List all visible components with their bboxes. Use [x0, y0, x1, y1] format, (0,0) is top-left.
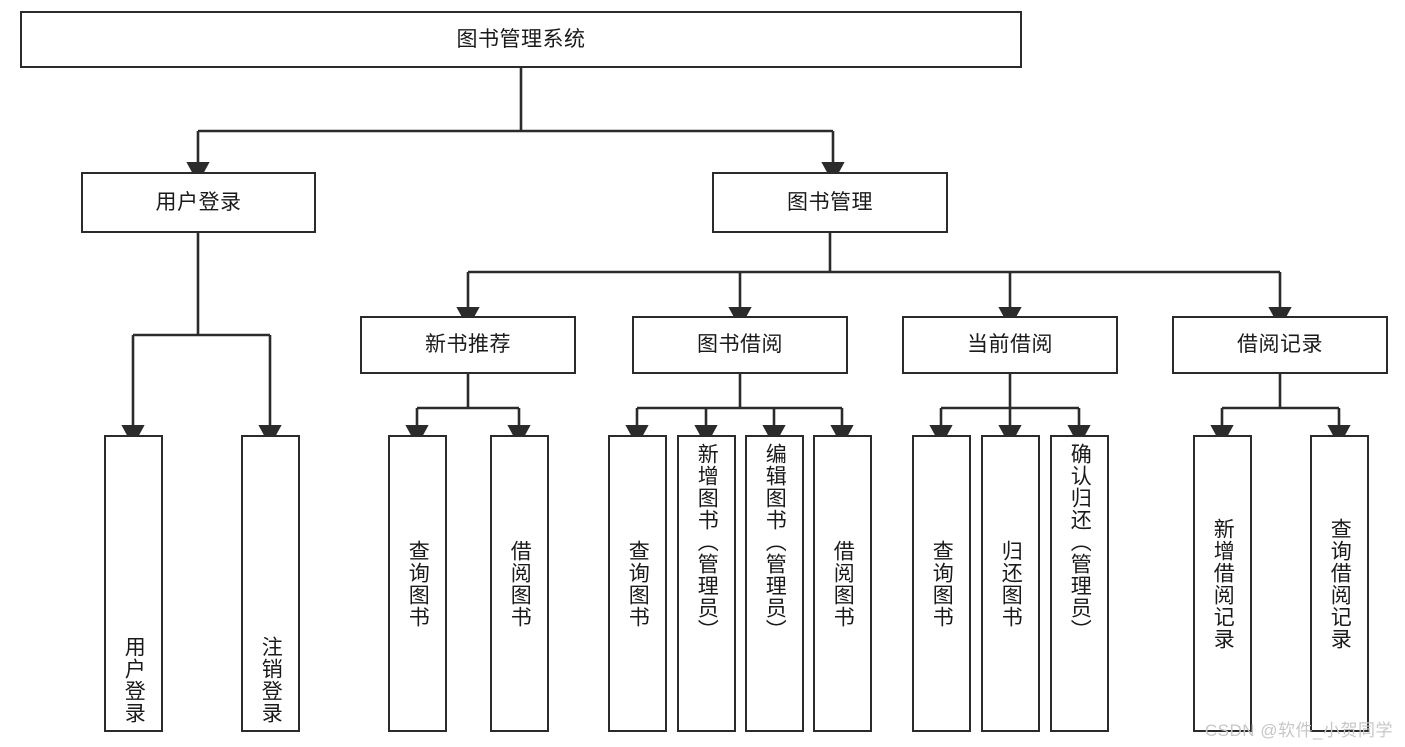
leaf-add-borrow-record[interactable]: 新增借阅记录	[1193, 435, 1252, 732]
leaf-query-book[interactable]: 查询图书	[608, 435, 667, 732]
leaf-edit-book-admin[interactable]: 编辑图书（管理员）	[745, 435, 804, 732]
node-label: 查询借阅记录	[1328, 517, 1352, 650]
leaf-user-logout[interactable]: 注销登录	[241, 435, 300, 732]
node-label: 用户登录	[122, 636, 146, 724]
node-label: 图书管理系统	[456, 27, 586, 51]
node-label: 借阅图书	[508, 539, 532, 628]
node-label: 图书借阅	[697, 333, 783, 357]
node-label: 编辑图书（管理员）	[763, 443, 787, 641]
leaf-return-book[interactable]: 归还图书	[981, 435, 1040, 732]
node-current-borrow[interactable]: 当前借阅	[902, 316, 1118, 374]
node-label: 查询图书	[406, 539, 430, 628]
node-borrow-records[interactable]: 借阅记录	[1172, 316, 1388, 374]
node-label: 查询图书	[626, 539, 650, 628]
node-book-management[interactable]: 图书管理	[712, 172, 948, 233]
node-label: 新书推荐	[425, 333, 511, 357]
node-label: 当前借阅	[967, 333, 1053, 357]
node-label: 新增图书（管理员）	[695, 443, 719, 641]
node-label: 用户登录	[155, 190, 242, 214]
node-label: 新增借阅记录	[1211, 517, 1235, 650]
node-book-borrow[interactable]: 图书借阅	[632, 316, 848, 374]
leaf-borrow-book-recommend[interactable]: 借阅图书	[490, 435, 549, 732]
node-label: 查询图书	[930, 539, 954, 628]
leaf-query-borrow-record[interactable]: 查询借阅记录	[1310, 435, 1369, 732]
leaf-user-login[interactable]: 用户登录	[104, 435, 163, 732]
node-root-system[interactable]: 图书管理系统	[20, 11, 1022, 68]
node-user-login[interactable]: 用户登录	[81, 172, 316, 233]
leaf-query-book-recommend[interactable]: 查询图书	[388, 435, 447, 732]
node-new-book-recommend[interactable]: 新书推荐	[360, 316, 576, 374]
node-label: 注销登录	[259, 636, 283, 724]
leaf-query-book-current[interactable]: 查询图书	[912, 435, 971, 732]
leaf-confirm-return-admin[interactable]: 确认归还（管理员）	[1050, 435, 1109, 732]
leaf-add-book-admin[interactable]: 新增图书（管理员）	[677, 435, 736, 732]
node-label: 借阅记录	[1237, 333, 1323, 357]
node-label: 图书管理	[787, 190, 873, 214]
node-label: 确认归还（管理员）	[1068, 443, 1092, 641]
node-label: 归还图书	[999, 539, 1023, 628]
leaf-borrow-book[interactable]: 借阅图书	[813, 435, 872, 732]
node-label: 借阅图书	[831, 539, 855, 628]
